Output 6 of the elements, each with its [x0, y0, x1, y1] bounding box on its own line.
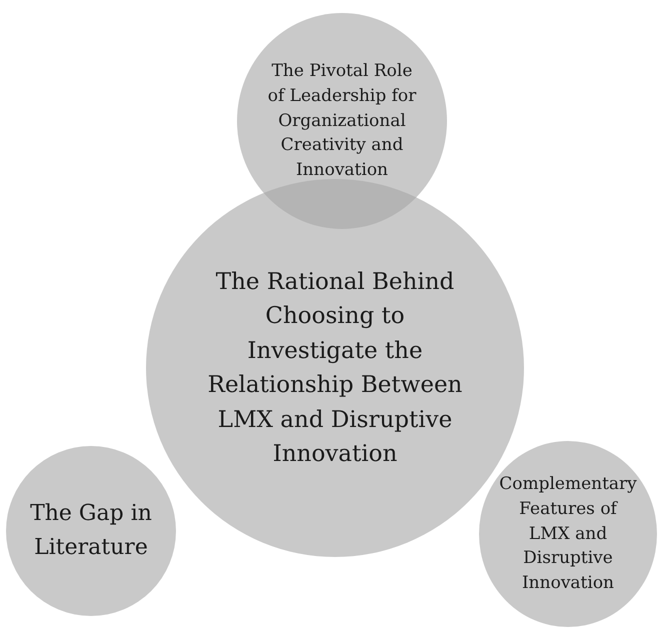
circle-shape [478, 440, 658, 628]
circle-label: The Rational Behind Choosing to Investigate the Relationship Between LMX and Disruptive Innovation [206, 268, 464, 469]
circle-label: The Gap in Literature [29, 500, 153, 562]
circle-shape [5, 445, 177, 617]
circle-label: The Pivotal Role of Leadership for Organizational Creativity and Innovation [266, 60, 418, 182]
circle-label: Complementary Features of LMX and Disruptive Innovation [498, 473, 638, 595]
